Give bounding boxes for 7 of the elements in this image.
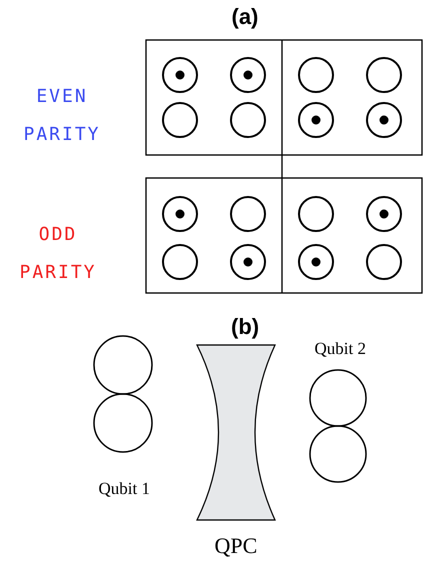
qubit-label: Qubit 1 [98,480,150,497]
qpc-label: QPC [214,535,258,557]
parity-label: EVEN PARITY [22,85,102,147]
panel-label: (a) [232,6,258,28]
qubit-label: Qubit 2 [314,340,366,357]
parity-label: ODD PARITY [18,223,98,285]
panel-label: (b) [231,316,260,338]
